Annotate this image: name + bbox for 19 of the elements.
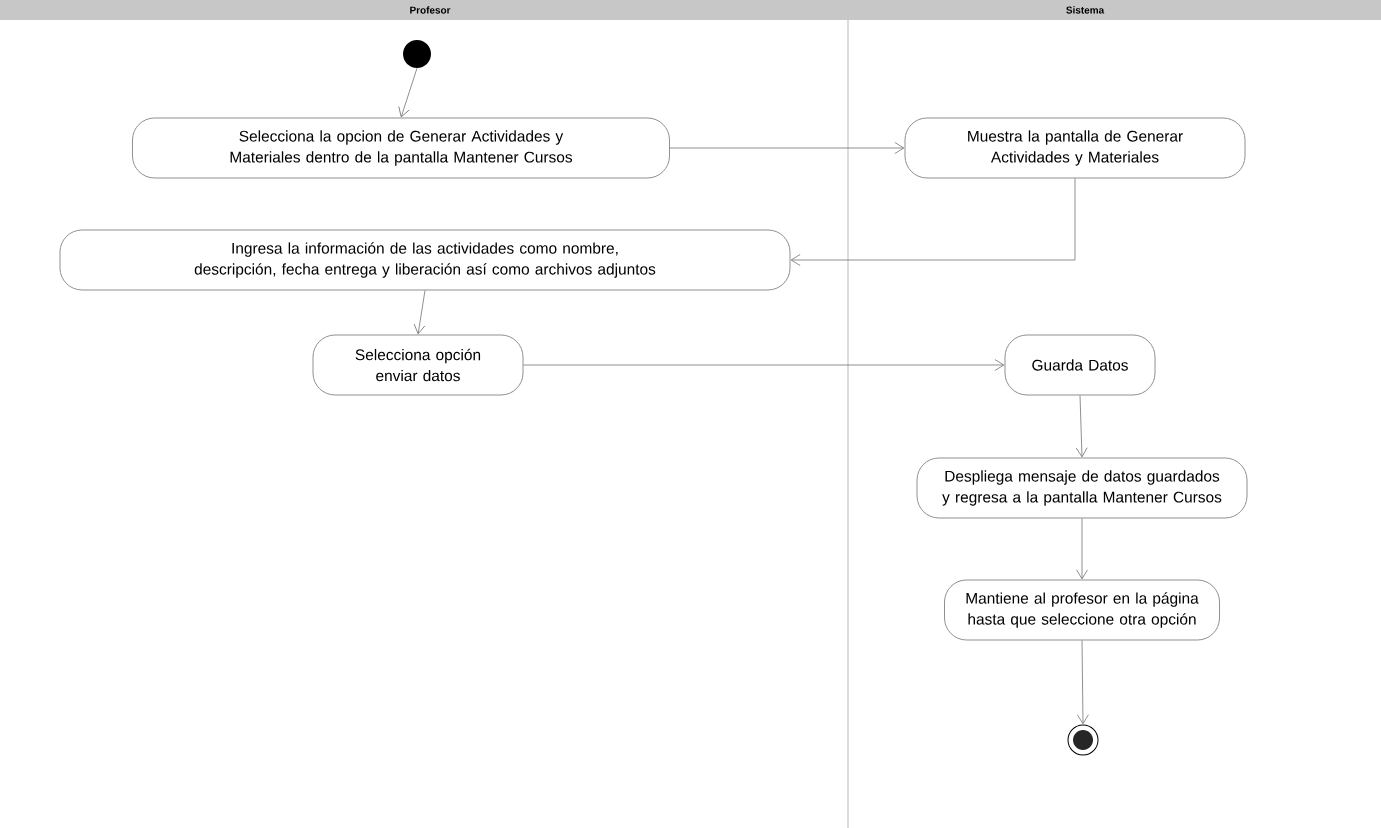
arrow xyxy=(1076,518,1088,580)
activity-box: Ingresa la información de las actividades como nombre, descripción, fecha entrega y liberación así como archivos adjuntos xyxy=(59,229,791,291)
activity-box: Selecciona la opcion de Generar Actividades y Materiales dentro de la pantalla Mantener Cursos xyxy=(132,117,670,179)
arrow xyxy=(1077,640,1089,725)
arrow xyxy=(790,178,1076,266)
lane-title: Profesor xyxy=(410,6,451,14)
end-marker xyxy=(1067,724,1099,756)
arrow xyxy=(398,67,418,118)
arrow xyxy=(669,142,905,154)
activity-box: Despliega mensaje de datos guardados y regresa a la pantalla Mantener Cursos xyxy=(916,457,1248,519)
arrow xyxy=(523,359,1005,371)
arrow xyxy=(1075,395,1088,458)
activity-box: Muestra la pantalla de Generar Actividades y Materiales xyxy=(904,117,1246,179)
activity-box: Guarda Datos xyxy=(1004,334,1156,396)
start-dot xyxy=(403,40,431,68)
lane-title: Sistema xyxy=(1066,6,1105,14)
activity-box: Mantiene al profesor en la página hasta que seleccione otra opción xyxy=(944,579,1220,641)
arrow xyxy=(413,290,426,335)
activity-box: Selecciona opción enviar datos xyxy=(312,334,524,396)
